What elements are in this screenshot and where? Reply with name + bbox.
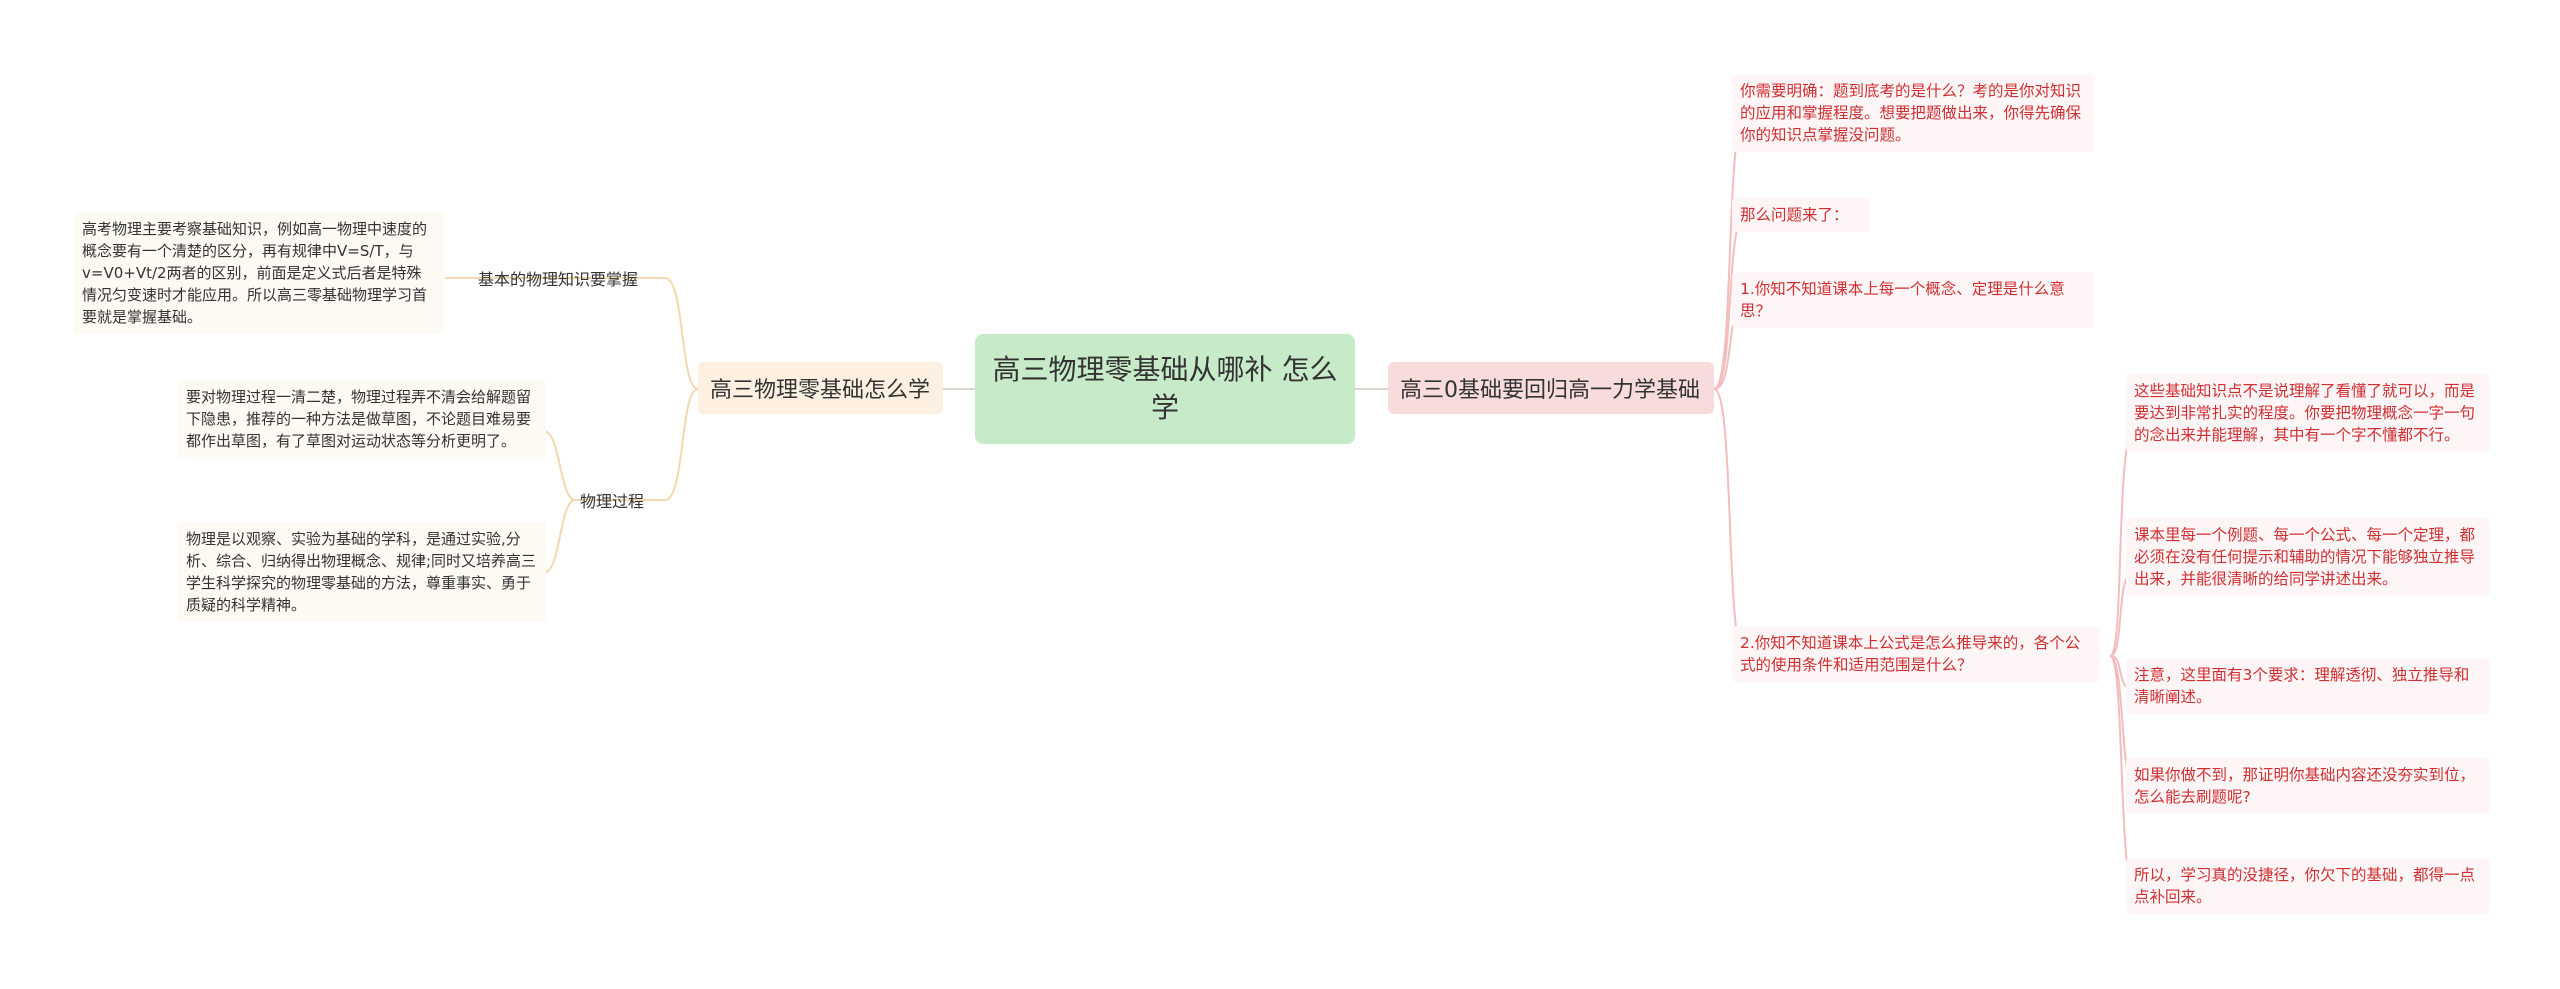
- leaf-process-sketch[interactable]: 要对物理过程一清二楚，物理过程弄不清会给解题留下隐患，推荐的一种方法是做草图，不…: [178, 380, 546, 458]
- branch-right-topic[interactable]: 高三0基础要回归高一力学基础: [1388, 362, 1714, 414]
- branch-left-topic[interactable]: 高三物理零基础怎么学: [698, 362, 943, 414]
- subtopic-basic-knowledge[interactable]: 基本的物理知识要掌握: [478, 270, 639, 289]
- root-topic[interactable]: 高三物理零基础从哪补 怎么学: [975, 334, 1355, 444]
- formula-leaf-not-ready[interactable]: 如果你做不到，那证明你基础内容还没夯实到位，怎么能去刷题呢?: [2126, 758, 2490, 814]
- right-item-clarify[interactable]: 你需要明确：题到底考的是什么？考的是你对知识的应用和掌握程度。想要把题做出来，你…: [1732, 74, 2094, 152]
- right-item-formula[interactable]: 2.你知不知道课本上公式是怎么推导来的，各个公式的使用条件和适用范围是什么？: [1732, 626, 2100, 682]
- formula-leaf-derive[interactable]: 课本里每一个例题、每一个公式、每一个定理，都必须在没有任何提示和辅助的情况下能够…: [2126, 518, 2490, 596]
- right-item-question[interactable]: 那么问题来了：: [1732, 198, 1870, 232]
- subtopic-physics-process[interactable]: 物理过程: [580, 492, 645, 511]
- right-item-concept[interactable]: 1.你知不知道课本上每一个概念、定理是什么意思？: [1732, 272, 2094, 328]
- leaf-process-experiment[interactable]: 物理是以观察、实验为基础的学科，是通过实验,分析、综合、归纳得出物理概念、规律;…: [178, 522, 546, 622]
- leaf-basic-knowledge[interactable]: 高考物理主要考察基础知识，例如高一物理中速度的概念要有一个清楚的区分，再有规律中…: [74, 212, 444, 334]
- formula-leaf-no-shortcut[interactable]: 所以，学习真的没捷径，你欠下的基础，都得一点点补回来。: [2126, 858, 2490, 914]
- formula-leaf-solid[interactable]: 这些基础知识点不是说理解了看懂了就可以，而是要达到非常扎实的程度。你要把物理概念…: [2126, 374, 2490, 452]
- formula-leaf-requirements[interactable]: 注意，这里面有3个要求：理解透彻、独立推导和清晰阐述。: [2126, 658, 2490, 714]
